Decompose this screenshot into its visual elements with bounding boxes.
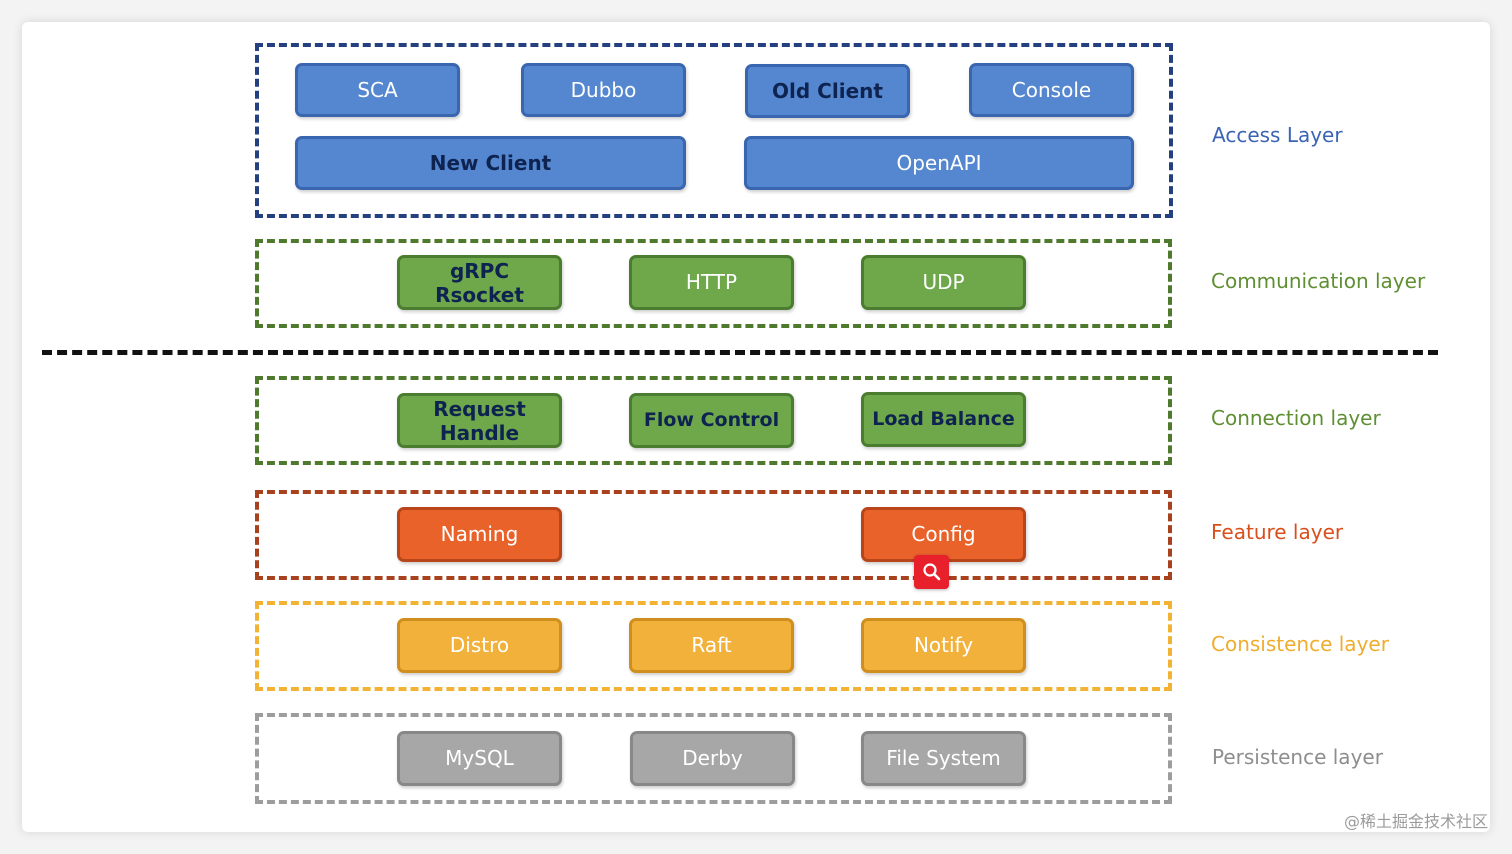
watermark: @稀土掘金技术社区 (1343, 812, 1488, 831)
persistence-layer-group (255, 713, 1172, 804)
access-layer-label: Access Layer (1212, 123, 1343, 147)
communication-layer-group (255, 239, 1172, 328)
request-label: Request (433, 396, 526, 421)
udp-box: UDP (861, 255, 1026, 310)
consistence-layer-group (255, 601, 1172, 691)
rsocket-label: Rsocket (435, 282, 524, 307)
sca-box: SCA (295, 63, 460, 117)
grpc-rsocket-box: gRPC Rsocket (397, 255, 562, 310)
network-boundary-divider (42, 350, 1438, 355)
distro-box: Distro (397, 618, 562, 673)
access-layer-group (255, 43, 1173, 218)
console-box: Console (969, 63, 1134, 117)
consistence-layer-label: Consistence layer (1211, 632, 1389, 656)
mysql-box: MySQL (397, 731, 562, 786)
derby-box: Derby (630, 731, 795, 786)
notify-box: Notify (861, 618, 1026, 673)
http-box: HTTP (629, 255, 794, 310)
raft-box: Raft (629, 618, 794, 673)
new-client-box: New Client (295, 136, 686, 190)
old-client-box: Old Client (745, 64, 910, 118)
naming-box: Naming (397, 507, 562, 562)
persistence-layer-label: Persistence layer (1212, 745, 1383, 769)
request-handle-box: Request Handle (397, 393, 562, 448)
grpc-label: gRPC (449, 258, 510, 283)
feature-layer-group (255, 490, 1172, 580)
feature-layer-label: Feature layer (1211, 520, 1344, 544)
search-icon (922, 563, 940, 581)
communication-layer-label: Communication layer (1211, 269, 1426, 293)
zoom-image-button[interactable] (914, 555, 949, 589)
handle-label: Handle (439, 420, 520, 445)
config-box: Config (861, 507, 1026, 562)
file-system-box: File System (861, 731, 1026, 786)
connection-layer-label: Connection layer (1211, 406, 1381, 430)
dubbo-box: Dubbo (521, 63, 686, 117)
connection-layer-group (255, 376, 1172, 465)
flow-control-box: Flow Control (629, 393, 794, 448)
openapi-box: OpenAPI (744, 136, 1134, 190)
load-balance-box: Load Balance (861, 392, 1026, 447)
